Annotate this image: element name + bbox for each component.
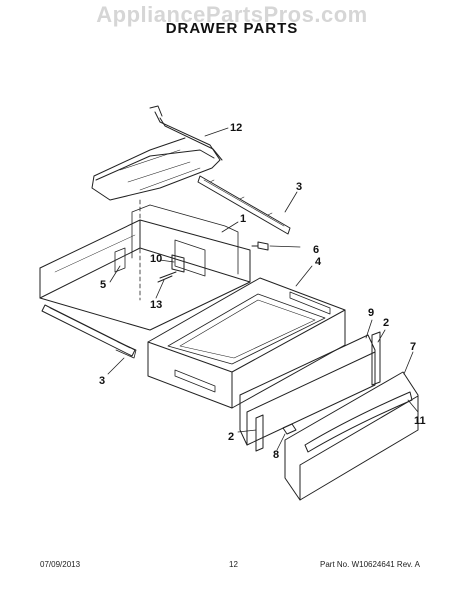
- footer-part-number: Part No. W10624641 Rev. A: [320, 560, 420, 569]
- part-13-fastener: [157, 271, 177, 283]
- part-3-upper-slide: [197, 175, 291, 235]
- part-9-inner-panel: [239, 334, 376, 446]
- part-2-left-bracket: [255, 414, 264, 452]
- footer-date: 07/09/2013: [40, 560, 81, 569]
- part-12-heating-element: [91, 105, 223, 201]
- callout-1: 1: [240, 213, 246, 225]
- part-11-handle: [304, 391, 413, 453]
- callout-2-lower: 2: [228, 431, 234, 443]
- part-2-right-bracket: [371, 331, 381, 386]
- callout-10: 10: [150, 253, 162, 265]
- part-8-clip: [282, 423, 297, 435]
- part-7-drawer-front: [284, 371, 419, 501]
- page-title: DRAWER PARTS: [165, 20, 299, 37]
- part-10-bracket: [171, 254, 185, 273]
- callout-3-upper: 3: [296, 181, 302, 193]
- leader-lines: [107, 127, 419, 451]
- callout-12: 12: [230, 122, 242, 134]
- callout-11: 11: [414, 415, 426, 427]
- part-6-screw: [251, 241, 269, 251]
- callout-5: 5: [100, 279, 106, 291]
- callout-2-upper: 2: [383, 317, 389, 329]
- part-4-drawer-pan: [147, 277, 346, 409]
- callout-6: 6: [313, 244, 319, 256]
- callout-8: 8: [273, 449, 279, 461]
- part-1-drawer-housing: [39, 199, 251, 331]
- callout-3-lower: 3: [99, 375, 105, 387]
- footer-page-number: 12: [229, 560, 238, 569]
- callout-13: 13: [150, 299, 162, 311]
- watermark: AppliancePartsPros.com: [96, 2, 368, 27]
- callout-7: 7: [410, 341, 416, 353]
- part-3-lower-slide: [41, 304, 137, 359]
- callout-4: 4: [315, 256, 322, 268]
- callout-9: 9: [368, 307, 374, 319]
